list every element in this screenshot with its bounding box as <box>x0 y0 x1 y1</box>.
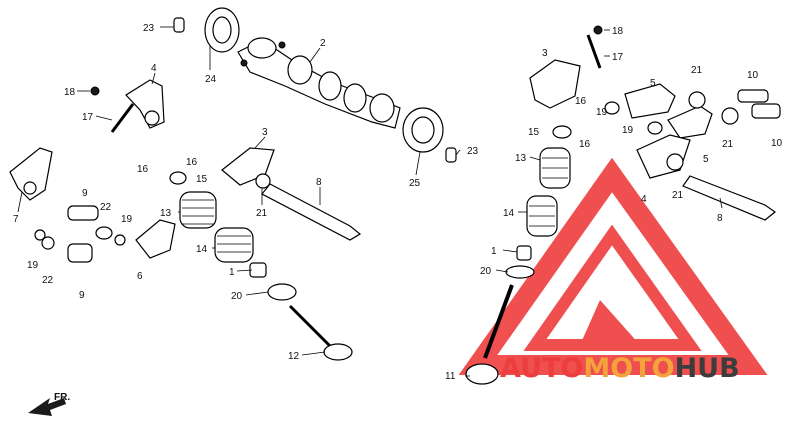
watermark-text: AUTOMOTOHUB <box>500 353 740 384</box>
callout-20-left: 20 <box>231 291 243 302</box>
watermark-part-moto: MOTO <box>583 353 674 384</box>
callout-8-right: 8 <box>717 213 723 224</box>
callout-3-right: 3 <box>542 48 548 59</box>
callout-9-upper: 9 <box>82 188 88 199</box>
callout-1-right: 1 <box>491 246 497 257</box>
rocker-shafts-right <box>737 89 781 119</box>
callout-5-lower: 5 <box>703 154 709 165</box>
callout-9-lower: 9 <box>79 290 85 301</box>
callout-16-right-a: 16 <box>575 96 587 107</box>
bearing-right <box>402 107 444 153</box>
callout-7: 7 <box>13 214 19 225</box>
springs-left <box>169 171 297 301</box>
callout-15-right: 15 <box>528 127 540 138</box>
camshaft <box>237 37 401 129</box>
springs-right <box>505 125 572 279</box>
callout-19-right-b: 19 <box>622 125 634 136</box>
callout-21-left: 21 <box>256 208 268 219</box>
callout-leaders <box>17 26 723 377</box>
dowel-pin-top <box>173 17 185 33</box>
callout-24: 24 <box>205 74 217 85</box>
callout-23-right: 23 <box>467 146 479 157</box>
callout-16-right-b: 16 <box>579 139 591 150</box>
callout-4-right: 4 <box>641 194 647 205</box>
callout-20-right: 20 <box>480 266 492 277</box>
rocker-shafts-left <box>34 205 126 263</box>
callout-21-right-top: 21 <box>691 65 703 76</box>
rocker-arm-left-top <box>125 79 165 129</box>
valve-11 <box>465 284 514 385</box>
callout-22-lower: 22 <box>42 275 54 286</box>
pushrod-8-right <box>682 175 777 221</box>
callout-14-left: 14 <box>196 244 208 255</box>
callout-19-right-a: 19 <box>596 107 608 118</box>
callout-18-right: 18 <box>612 26 624 37</box>
callout-21-right-low: 21 <box>672 190 684 201</box>
callout-1-left: 1 <box>229 267 235 278</box>
callout-6: 6 <box>137 271 143 282</box>
callout-2: 2 <box>320 38 326 49</box>
callout-16-left-a: 16 <box>137 164 149 175</box>
pushrod-8-left <box>261 183 362 241</box>
callout-19-lower: 19 <box>27 260 39 271</box>
callout-22-upper: 22 <box>100 202 112 213</box>
callout-12: 12 <box>288 351 300 362</box>
watermark-part-auto: AUTO <box>500 353 583 384</box>
callout-4-left: 4 <box>151 63 157 74</box>
valve-12 <box>288 304 353 361</box>
rocker-arm-6 <box>135 219 176 259</box>
dowel-pin-right <box>445 147 457 163</box>
callout-11: 11 <box>445 371 456 382</box>
callout-23-top: 23 <box>143 23 155 34</box>
rocker-arm-3-right <box>529 59 581 109</box>
callout-19-middle: 19 <box>121 214 133 225</box>
callout-17-right: 17 <box>612 52 624 63</box>
callout-25: 25 <box>409 178 421 189</box>
rocker-arms-right <box>604 83 739 179</box>
front-direction-arrow-icon <box>28 398 66 416</box>
callout-17-left: 17 <box>82 112 94 123</box>
svg-text:AUTOMOTOHUB: AUTOMOTOHUB <box>500 353 740 384</box>
watermark-part-hub: HUB <box>675 353 740 384</box>
bearing-left <box>204 7 240 53</box>
callout-18-left: 18 <box>64 87 76 98</box>
callout-16-left-b: 16 <box>186 157 198 168</box>
callout-labels: 23 24 2 18 4 17 3 16 16 15 8 21 7 9 22 1… <box>13 23 783 382</box>
adjust-screw-right <box>586 25 603 69</box>
callout-3-left: 3 <box>262 127 268 138</box>
callout-14-right: 14 <box>503 208 515 219</box>
callout-13-right: 13 <box>515 153 527 164</box>
adjust-screw-left <box>90 86 135 133</box>
callout-8-left: 8 <box>316 177 322 188</box>
callout-5-upper: 5 <box>650 78 656 89</box>
front-direction-label: FR. <box>54 392 70 403</box>
callout-10-upper: 10 <box>747 70 759 81</box>
callout-10-lower: 10 <box>771 138 783 149</box>
callout-13-left: 13 <box>160 208 172 219</box>
rocker-arm-left-lower <box>9 147 53 201</box>
watermark-logo <box>458 157 768 375</box>
callout-21-right-mid: 21 <box>722 139 734 150</box>
callout-15-left: 15 <box>196 174 208 185</box>
